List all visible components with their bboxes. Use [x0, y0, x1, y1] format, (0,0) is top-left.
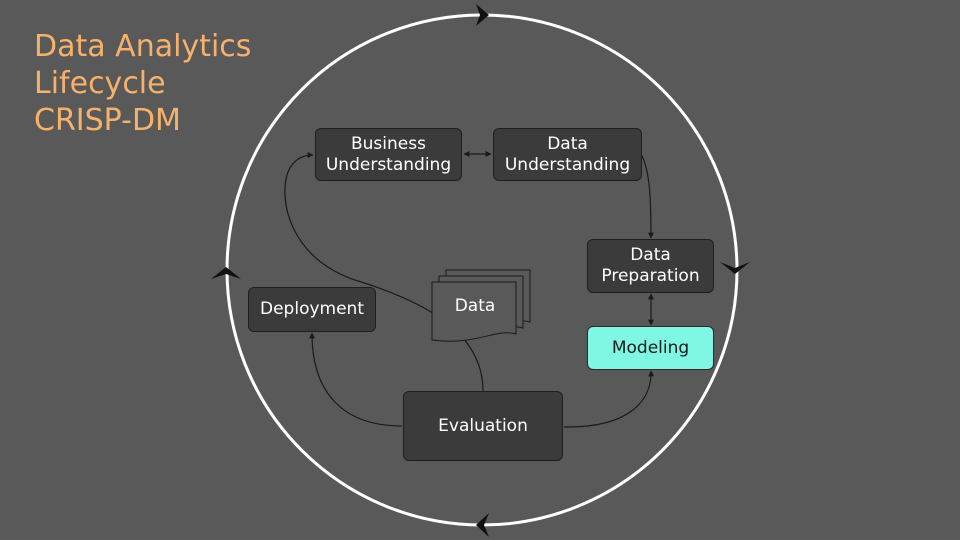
node-data-preparation: Data Preparation [587, 239, 714, 293]
title-line-2: Lifecycle [34, 66, 166, 101]
cycle-arrow-left-icon [211, 267, 241, 279]
title-line-1: Data Analytics [34, 29, 252, 64]
cycle-arrow-bottom-icon [476, 513, 489, 537]
node-evaluation-label: Evaluation [438, 415, 528, 436]
slide-title: Data Analytics Lifecycle CRISP-DM [34, 28, 251, 139]
node-data-understanding-line-2: Understanding [504, 154, 631, 175]
cycle-arrow-top-icon [476, 4, 489, 26]
node-business-understanding-line-2: Understanding [325, 154, 452, 175]
connector-understanding-preparation [640, 153, 654, 239]
node-data-understanding-line-1: Data [547, 133, 588, 154]
node-business-understanding-line-1: Business [351, 133, 426, 154]
connector-evaluation-modeling [563, 370, 655, 428]
node-evaluation: Evaluation [403, 391, 563, 461]
node-modeling: Modeling [587, 326, 714, 370]
node-business-understanding: Business Understanding [315, 128, 462, 181]
node-deployment-label: Deployment [260, 299, 364, 319]
title-line-3: CRISP-DM [34, 103, 181, 138]
cycle-arrow-right-icon [720, 262, 750, 274]
node-deployment: Deployment [248, 287, 376, 332]
node-data-preparation-line-2: Preparation [601, 266, 700, 286]
node-modeling-label: Modeling [611, 337, 690, 358]
node-data-preparation-line-1: Data [630, 245, 671, 265]
node-data-understanding: Data Understanding [493, 128, 642, 181]
data-document-stack [431, 269, 531, 342]
connector-evaluation-deployment [309, 332, 403, 427]
node-data-label: Data [454, 296, 496, 316]
